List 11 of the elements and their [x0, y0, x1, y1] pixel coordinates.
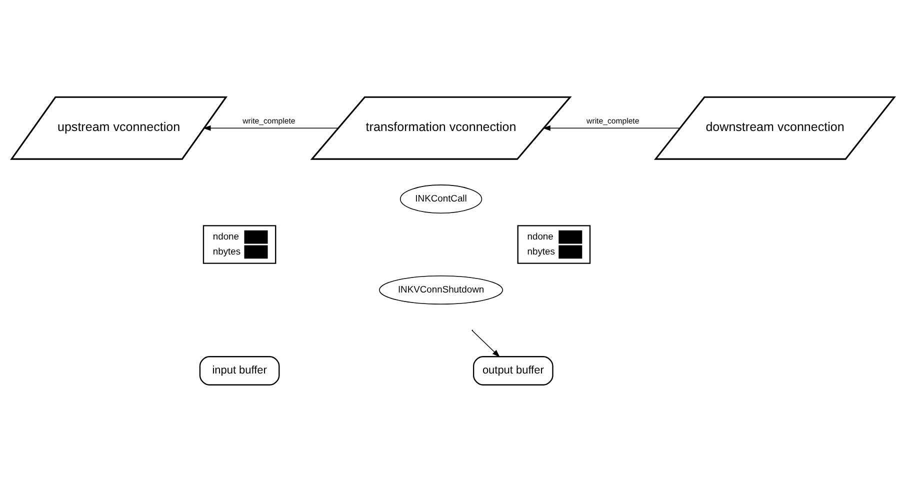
node-box: output buffer	[472, 356, 554, 386]
edge-label: write_complete	[586, 116, 640, 126]
node-box: ndone nbytes	[517, 225, 591, 264]
arrow	[542, 125, 680, 131]
node-ellipse: INKContCall	[400, 184, 482, 214]
arrow	[472, 330, 500, 358]
node-ellipse: INKVConnShutdown	[379, 276, 504, 304]
node-box: ndone nbytes	[202, 225, 276, 264]
edge-label: write_complete	[242, 116, 296, 126]
node-box: input buffer	[199, 356, 280, 386]
arrow	[202, 125, 338, 131]
